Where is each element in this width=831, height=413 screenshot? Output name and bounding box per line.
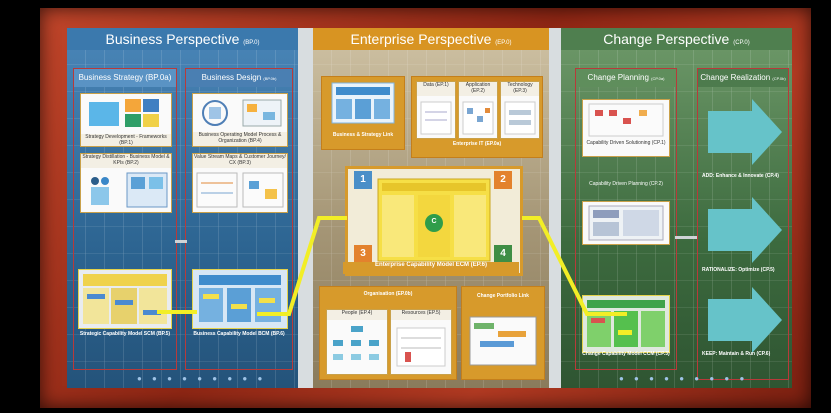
diagram-canvas: Business Perspective (BP.0) Business Str…: [67, 28, 792, 388]
bcm-ecm-connector: [257, 218, 347, 314]
connector-lines: [67, 28, 792, 388]
ecm-ccm-connector: [522, 218, 627, 314]
